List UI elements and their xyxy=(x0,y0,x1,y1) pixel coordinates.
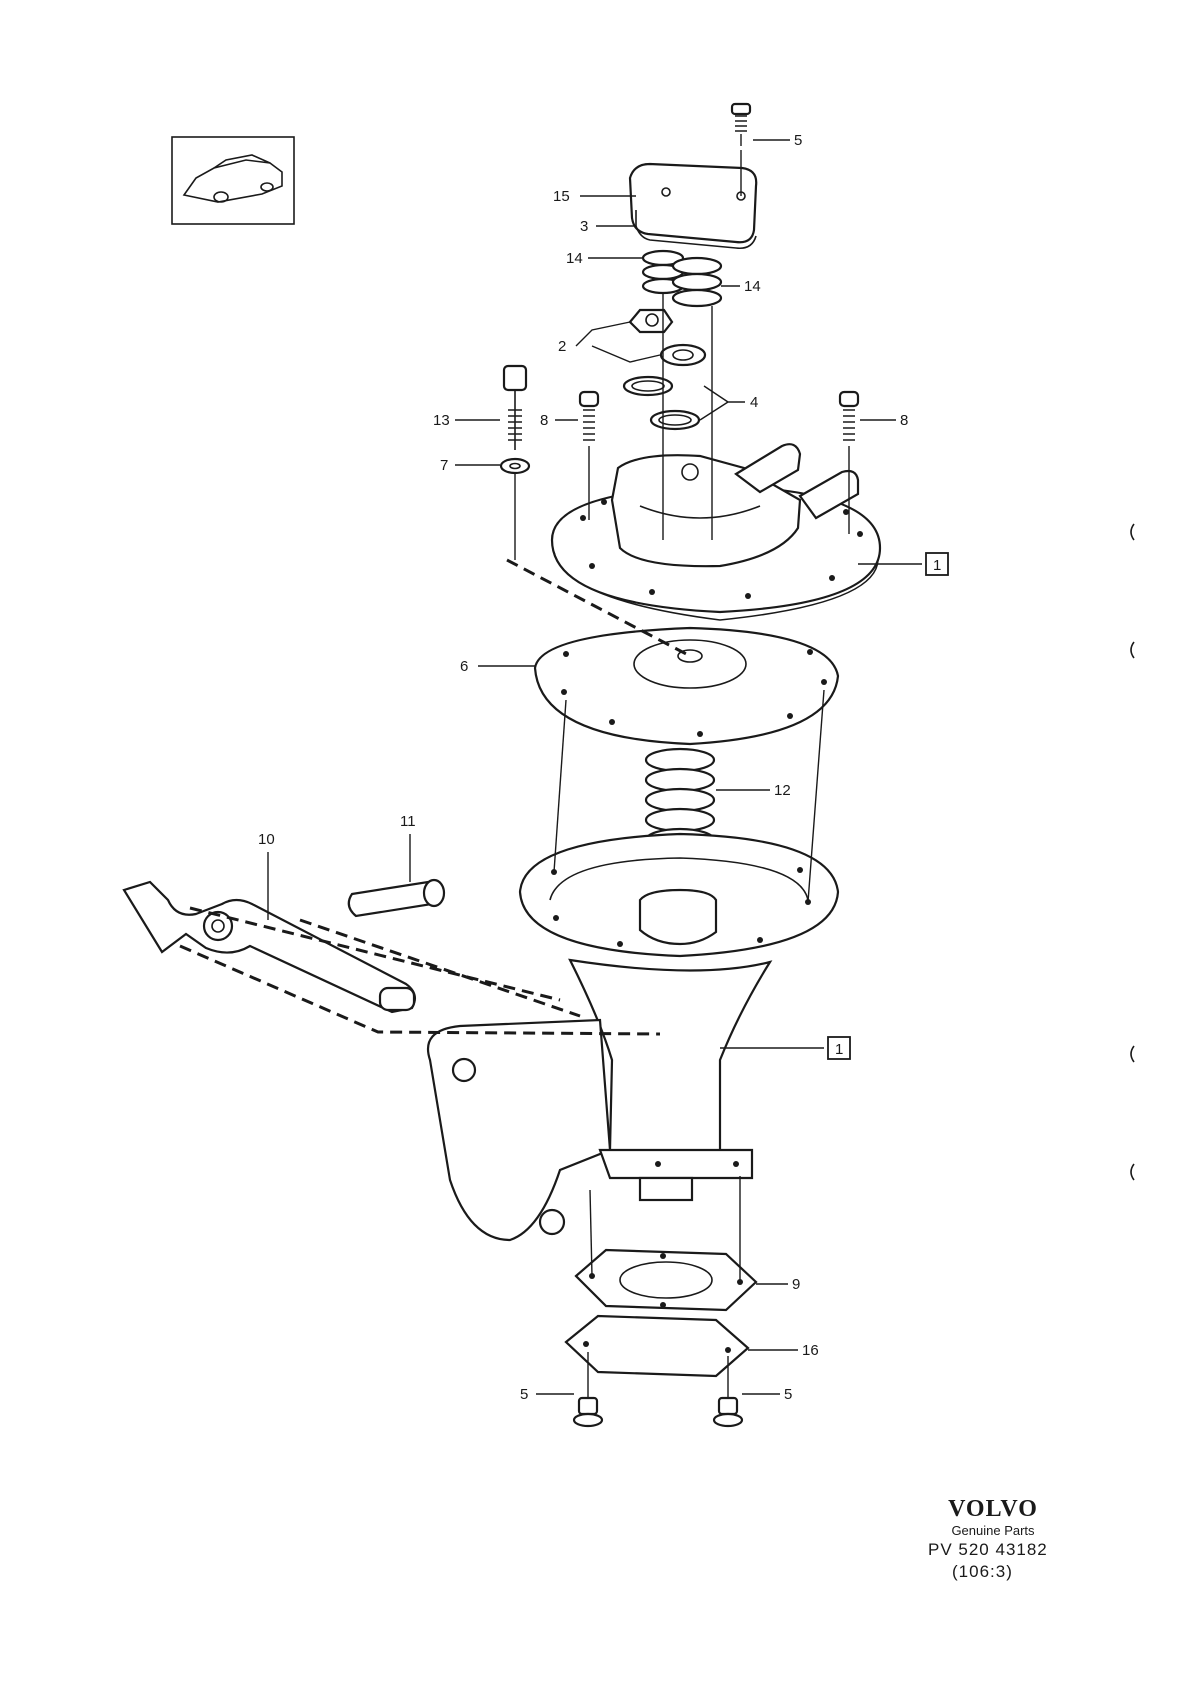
callout-13: 13 xyxy=(433,412,450,429)
pivot-pin xyxy=(347,878,446,918)
callout-1-upper: 1 xyxy=(933,557,941,574)
base-gasket xyxy=(574,1248,758,1312)
lower-housing xyxy=(427,832,840,1242)
callout-11: 11 xyxy=(400,813,416,830)
diaphragm xyxy=(533,626,840,746)
callout-2: 2 xyxy=(558,338,566,355)
vehicle-thumbnail xyxy=(171,136,295,225)
callout-6: 6 xyxy=(460,658,468,675)
leader-lines xyxy=(267,139,922,1395)
assembly-lines xyxy=(179,150,850,1282)
screws-bottom xyxy=(572,1352,744,1428)
screw-13 xyxy=(499,364,531,475)
callout-12: 12 xyxy=(774,782,791,799)
callout-14-right: 14 xyxy=(744,278,761,295)
callout-numbers: 5 15 3 14 14 2 4 13 8 8 7 1 6 12 10 11 1… xyxy=(258,132,949,1403)
brand-block: VOLVO Genuine Parts xyxy=(908,1496,1078,1538)
brand-tagline: Genuine Parts xyxy=(951,1523,1035,1538)
part-code-block: PV 520 43182 (106:3) xyxy=(928,1539,1048,1583)
callout-15: 15 xyxy=(553,188,570,205)
callout-8-right: 8 xyxy=(900,412,908,429)
callout-5-top: 5 xyxy=(794,132,802,149)
valve-springs xyxy=(641,249,723,308)
callout-5-bottom-left: 5 xyxy=(520,1386,528,1403)
callout-7: 7 xyxy=(440,457,448,474)
valve-cover xyxy=(628,162,758,250)
valves xyxy=(628,308,707,367)
callout-1-lower: 1 xyxy=(835,1041,843,1058)
part-code: PV 520 43182 xyxy=(928,1540,1048,1559)
lever-arm xyxy=(122,880,417,1014)
callout-3: 3 xyxy=(580,218,588,235)
callout-8-left: 8 xyxy=(540,412,548,429)
o-rings xyxy=(622,375,701,431)
callout-10: 10 xyxy=(258,831,275,848)
screws-8 xyxy=(578,390,860,441)
callout-14-left: 14 xyxy=(566,250,583,267)
callout-5-bottom-right: 5 xyxy=(784,1386,792,1403)
upper-housing xyxy=(550,443,882,621)
sheet-ref: (106:3) xyxy=(952,1562,1013,1581)
margin-marks xyxy=(1130,523,1135,1181)
screw-top xyxy=(730,102,752,146)
callout-4: 4 xyxy=(750,394,758,411)
base-plate xyxy=(564,1314,750,1378)
callout-9: 9 xyxy=(792,1276,800,1293)
callout-16: 16 xyxy=(802,1342,819,1359)
volvo-logo: VOLVO xyxy=(948,1496,1038,1522)
